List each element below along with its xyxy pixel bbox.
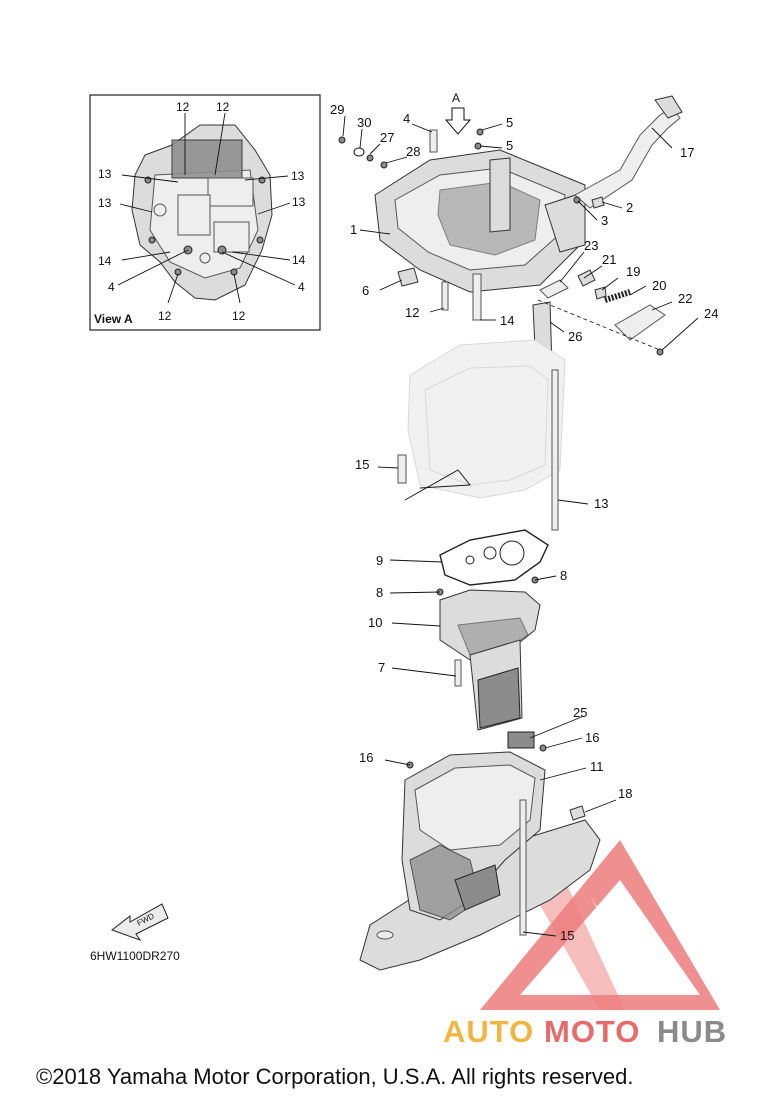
upper-casing-assembly: A (338, 91, 683, 371)
view-a-arrow-icon (444, 107, 472, 135)
view-a-arrow-label: A (452, 91, 460, 105)
view-a-label-12-bottom-left: 12 (158, 309, 172, 323)
lower-casing-11 (359, 731, 601, 971)
view-a-label-13-left-b: 13 (98, 196, 112, 210)
view-a-label-13-left-a: 13 (98, 167, 112, 181)
view-a-label-4-right: 4 (298, 280, 305, 294)
callout-28: 28 (406, 144, 420, 159)
callout-14: 14 (500, 313, 514, 328)
callout-18: 18 (618, 786, 632, 801)
watermark-moto: MOTO (544, 1014, 640, 1049)
callout-29: 29 (330, 102, 344, 117)
watermark-logo (480, 840, 720, 1010)
callout-24: 24 (704, 306, 718, 321)
callout-22: 22 (678, 291, 692, 306)
callout-10: 10 (368, 615, 382, 630)
callout-7: 7 (378, 660, 385, 675)
view-a-label-12-top-right: 12 (216, 100, 230, 114)
callout-15b: 15 (560, 928, 574, 943)
callout-16a: 16 (359, 750, 373, 765)
view-a-label-12-top-left: 12 (176, 100, 190, 114)
callout-25: 25 (573, 705, 587, 720)
callout-17: 17 (680, 145, 694, 160)
watermark-auto: AUTO (443, 1014, 534, 1049)
view-a-label-13-right-a: 13 (291, 169, 305, 183)
callout-27: 27 (380, 130, 394, 145)
watermark-hub: HUB (657, 1014, 727, 1049)
copyright-notice: ©2018 Yamaha Motor Corporation, U.S.A. A… (36, 1064, 633, 1089)
callout-numbers: 29 30 27 28 4 5 5 17 2 3 1 23 21 19 20 2… (330, 102, 718, 943)
callout-3: 3 (601, 213, 608, 228)
callout-21: 21 (602, 252, 616, 267)
gasket-9 (439, 529, 549, 586)
callout-8b: 8 (560, 568, 567, 583)
view-a-inset: 12 12 13 13 13 13 14 14 4 4 12 12 View A (89, 94, 321, 331)
diagram-code: 6HW1100DR270 (90, 949, 180, 963)
callout-15a: 15 (355, 457, 369, 472)
callout-6: 6 (362, 283, 369, 298)
callout-16b: 16 (585, 730, 599, 745)
exhaust-guide-10 (436, 576, 541, 731)
callout-9: 9 (376, 553, 383, 568)
callout-1: 1 (350, 222, 357, 237)
leader-lines (342, 115, 699, 937)
callout-4: 4 (403, 111, 410, 126)
callout-12: 12 (405, 305, 419, 320)
view-a-label-14-right: 14 (292, 253, 306, 267)
view-a-label-14-left: 14 (98, 254, 112, 268)
callout-13: 13 (594, 496, 608, 511)
view-a-title: View A (94, 312, 133, 326)
fwd-arrow-icon: FWD (110, 903, 169, 941)
callout-8a: 8 (376, 585, 383, 600)
view-a-label-13-right-b: 13 (292, 195, 306, 209)
view-a-label-4-left: 4 (108, 280, 115, 294)
callout-5a: 5 (506, 115, 513, 130)
callout-11: 11 (590, 759, 604, 774)
engine-block-ghost (397, 339, 566, 531)
callout-2: 2 (626, 200, 633, 215)
callout-26: 26 (568, 329, 582, 344)
watermark-text: AUTO MOTO HUB (443, 1014, 727, 1049)
callout-30: 30 (357, 115, 371, 130)
callout-5b: 5 (506, 138, 513, 153)
callout-23: 23 (584, 238, 598, 253)
callout-20: 20 (652, 278, 666, 293)
callout-19: 19 (626, 264, 640, 279)
view-a-label-12-bottom-right: 12 (232, 309, 246, 323)
